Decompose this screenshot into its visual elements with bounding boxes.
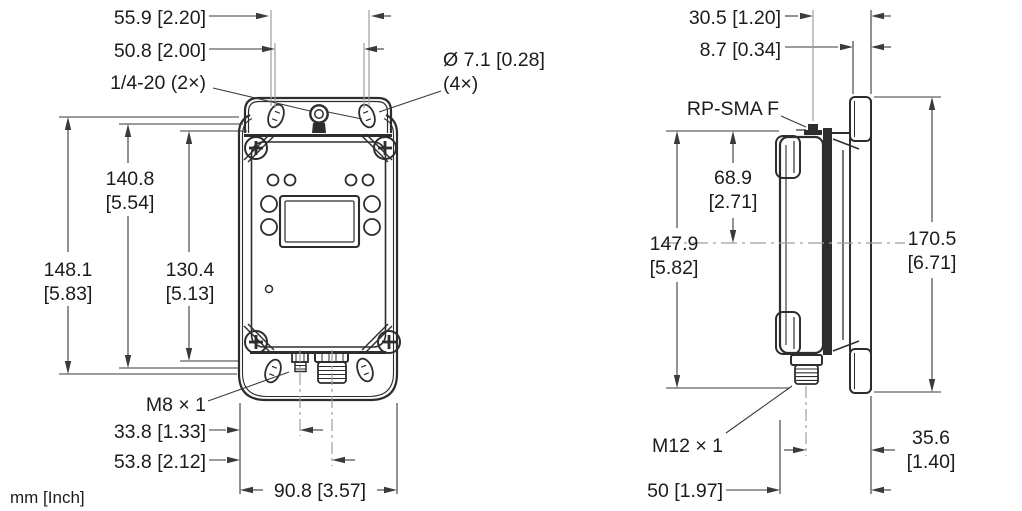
dim-label-8-7: 8.7 [0.34] [700,39,781,61]
small-indicator-dot [264,284,274,294]
front-body-inner [241,118,395,398]
rpsma-connector [804,124,822,135]
leader-hole-dia [378,90,442,113]
m12-connector-side [790,354,823,385]
antenna-port-hole [314,109,324,119]
dim-label-53-8: 53.8 [2.12] [114,451,206,473]
front-buttons [260,195,381,236]
leader-quarter-20-cont [327,111,363,120]
screw-top-left [244,136,268,160]
dim-68-9 [729,131,737,243]
front-body-outline [237,113,399,402]
mounting-slot-bottom-right [356,357,374,383]
front-top-flange-inner [247,100,389,133]
units-note: mm [Inch] [10,488,85,507]
antenna-boss-base [312,123,326,133]
m8-callout-label: M8 × 1 [146,394,206,416]
corner-chamfers [243,133,393,353]
bracket-ear-top [849,96,872,142]
dim-label-33-8: 33.8 [1.33] [114,421,206,443]
front-dimensions [59,10,442,494]
side-labels: 30.5 [1.20] 8.7 [0.34] RP-SMA F 68.9 [2.… [647,7,956,502]
leader-quarter-20 [212,87,311,112]
dim-label-35-6-mm: 35.6 [912,427,950,449]
dim-label-130-in: [5.13] [166,283,215,305]
mounting-slot-top-left [267,103,285,129]
dim-140-8 [119,123,243,369]
hole-dia-label-line1: Ø 7.1 [0.28] [443,49,545,71]
dim-label-170-5-in: [6.71] [908,252,957,274]
hole-dia-label-line2: (4×) [443,73,478,95]
dim-148-1 [59,116,239,375]
leader-rpsma [780,115,807,128]
dim-90-8 [240,486,397,494]
dim-label-68-9-mm: 68.9 [714,167,752,189]
dim-label-147-9-mm: 147.9 [650,233,699,255]
dim-label-68-9-in: [2.71] [709,191,758,213]
dim-label-30-5: 30.5 [1.20] [689,7,781,29]
led-indicators [266,173,375,187]
dim-30-5 [785,12,891,20]
display-window [278,194,361,249]
front-top-flange-outline [243,96,393,133]
dim-label-170-5-mm: 170.5 [908,228,957,250]
housing-seal-band [823,128,832,355]
leader-m12 [725,385,793,434]
dim-label-148-in: [5.83] [44,283,93,305]
screw-top-right [373,136,397,160]
side-dimensions [666,10,941,494]
dim-label-35-6-in: [1.40] [907,451,956,473]
lid-tab-top [775,135,801,179]
dim-35-6 [784,446,895,454]
dim-170-5 [874,96,941,393]
leader-m8 [207,371,290,402]
front-view [237,96,401,402]
dim-8-7 [785,43,891,51]
dim-label-148-mm: 148.1 [44,259,93,281]
antenna-port-ring [309,104,329,124]
dim-147-9 [666,130,789,389]
lid-profile [778,135,825,355]
front-labels: 55.9 [2.20] 50.8 [2.00] 1/4-20 (2×) Ø 7.… [44,7,545,502]
dim-53-8 [209,456,355,464]
m12-callout-label: M12 × 1 [652,435,723,457]
dim-label-width-inner: 50.8 [2.00] [114,40,206,62]
front-panel-outline [250,141,387,348]
dim-label-140-in: [5.54] [106,192,155,214]
dim-label-50: 50 [1.97] [647,480,723,502]
dim-50-8 [209,43,384,108]
dim-50 [726,486,891,494]
dim-label-90-8: 90.8 [3.57] [274,480,366,502]
thread-callout-label: 1/4-20 (2×) [110,72,206,94]
mounting-slot-bottom-left [264,358,282,384]
dim-130-4 [180,130,247,362]
dim-55-9 [209,10,391,106]
side-view [663,96,905,394]
corner-screws [244,136,401,354]
display-window-inner [284,200,355,243]
dim-label-130-mm: 130.4 [166,259,215,281]
dim-label-140-mm: 140.8 [106,168,155,190]
lid-tab-bottom [775,311,801,355]
dim-label-147-9-in: [5.82] [650,257,699,279]
rpsma-callout-label: RP-SMA F [687,98,779,120]
mounting-slot-top-right [358,103,376,129]
screw-bottom-right [377,330,401,354]
screw-bottom-left [244,330,268,354]
dim-label-width-outer: 55.9 [2.20] [114,7,206,29]
bracket-ear-bottom [849,348,872,394]
dim-33-8 [209,426,323,434]
